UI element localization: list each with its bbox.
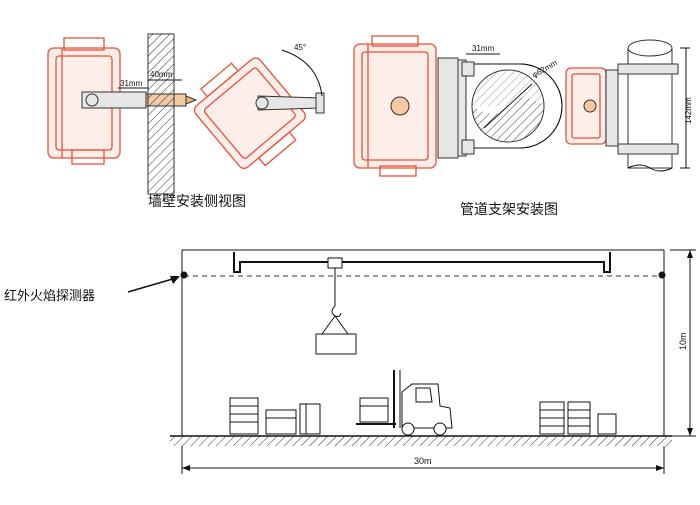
pipe-mount-detector xyxy=(353,35,437,177)
wall-mount-detector-tilted xyxy=(193,57,306,169)
flame-detector-right xyxy=(658,271,666,279)
tilted-bracket xyxy=(255,92,325,114)
forklift xyxy=(356,370,453,436)
vertical-pipe xyxy=(617,39,679,172)
cargo-boxes-left xyxy=(229,397,321,435)
warehouse-frame xyxy=(181,249,665,436)
wall-dim-a: 31mm xyxy=(120,79,143,88)
wall-mount-detector xyxy=(47,37,198,165)
detector-label: 红外火焰探测器 xyxy=(4,288,95,303)
cargo-boxes-right xyxy=(539,401,617,435)
flame-detector-left xyxy=(180,271,188,279)
detector-pointer-arrow xyxy=(127,276,180,293)
pipe-bracket xyxy=(437,57,563,159)
room-height-label: 10m xyxy=(678,332,688,350)
crane-hoist xyxy=(315,257,357,355)
width-dimension xyxy=(181,446,665,474)
pipe-diameter-label: φ62mm xyxy=(531,58,560,80)
pipe-height-label: 142mm xyxy=(684,97,693,124)
room-width-label: 30m xyxy=(414,456,432,466)
pipe-cross-section xyxy=(471,69,545,143)
crane-rail xyxy=(233,252,611,273)
pipe-mount-detector-side xyxy=(565,67,619,147)
pipe-dim-a: 31mm xyxy=(472,44,495,53)
pipe-caption: 管道支架安装图 xyxy=(460,202,558,218)
ground xyxy=(170,435,672,446)
wall-section xyxy=(147,33,175,195)
angle-label: 45° xyxy=(294,43,306,52)
wall-dim-b: 40mm xyxy=(150,70,173,79)
height-dimension xyxy=(670,249,696,437)
wall-caption: 墙壁安装侧视图 xyxy=(148,194,246,210)
